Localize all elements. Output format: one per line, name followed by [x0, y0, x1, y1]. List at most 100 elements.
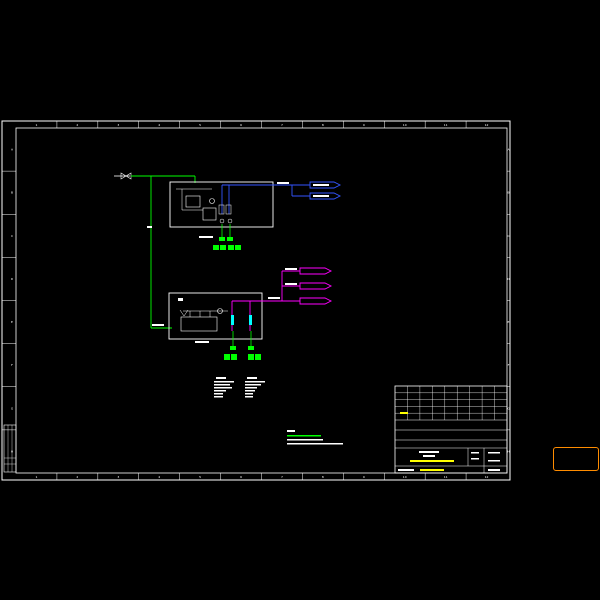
magenta-outlet-text-2 [285, 283, 297, 285]
title-main-mark [419, 451, 439, 453]
blue-outlet-arrow-1 [309, 181, 342, 189]
upper-unit [114, 172, 342, 250]
ruler-number: 4 [158, 475, 160, 479]
magenta-outlet-text-3 [268, 297, 280, 299]
legend-left-row [214, 384, 230, 386]
legend-right-title [247, 377, 257, 379]
upper-drain-box [227, 237, 233, 241]
upper-drain-fittings [213, 237, 241, 250]
upper-drain-box [213, 245, 219, 250]
lower-pump-icon [217, 308, 223, 314]
frame-side-ruler: AABBCCDDEEFFGGHH [2, 148, 510, 453]
ruler-letter: D [11, 277, 14, 281]
trunk-lower-label [152, 324, 164, 326]
title-main-mark [423, 455, 435, 457]
ruler-letter: G [507, 406, 510, 410]
blue-outlet-text-2 [313, 195, 329, 197]
ruler-number: 9 [363, 475, 365, 479]
upper-drain-box [235, 245, 241, 250]
lower-drain-fittings [224, 346, 261, 360]
revision-grid [395, 386, 507, 420]
lower-drain-box [255, 354, 261, 360]
ruler-number: 1 [35, 475, 37, 479]
revision-strip [3, 424, 17, 473]
ruler-letter: A [11, 148, 14, 152]
upper-tank-2 [202, 207, 217, 221]
ruler-number: 9 [363, 123, 365, 127]
legend-right-row [245, 396, 253, 398]
upper-drain-box [220, 245, 226, 250]
legend-left-row [214, 390, 226, 392]
title-bottom-mark [488, 469, 500, 471]
ruler-letter: G [11, 406, 14, 410]
notes-line-mark [287, 435, 321, 437]
ruler-number: 3 [117, 475, 119, 479]
title-yellow-mark [410, 460, 454, 462]
legend-right-row [245, 387, 257, 389]
magenta-outlet-arrow-3 [299, 297, 333, 305]
ruler-number: 7 [281, 475, 283, 479]
title-yellow-tag [400, 412, 408, 414]
blue-outlet-text-1 [313, 184, 329, 186]
ruler-number: 11 [444, 475, 448, 479]
title-bottom-mark [398, 469, 414, 471]
ruler-letter: A [507, 148, 510, 152]
legend-right-row [245, 393, 253, 395]
legend-right-row [245, 384, 261, 386]
ruler-number: 7 [281, 123, 283, 127]
ruler-letter: E [508, 320, 510, 324]
legend-right-row [245, 381, 265, 383]
trunk-label [147, 226, 152, 228]
lower-unit-box [168, 292, 263, 340]
ruler-letter: B [11, 191, 13, 195]
lower-unit-tag [178, 298, 183, 301]
ruler-number: 5 [199, 123, 201, 127]
lower-cyan-filter-1 [231, 315, 234, 325]
ruler-number: 12 [485, 475, 489, 479]
ruler-letter: D [507, 277, 510, 281]
outer-border [1, 120, 511, 481]
legend-left [214, 377, 234, 398]
ruler-number: 5 [199, 475, 201, 479]
lower-drain-box [231, 354, 237, 360]
upper-drain-box [228, 245, 234, 250]
magenta-outlet-arrow-1 [299, 267, 333, 275]
title-block [394, 385, 508, 474]
ruler-number: 4 [158, 123, 160, 127]
lower-mixer-icon [179, 309, 189, 317]
ruler-letter: E [11, 320, 13, 324]
lower-tank [180, 316, 218, 332]
lower-drain-box [230, 346, 236, 350]
title-cell-mark [471, 458, 479, 460]
ruler-letter: F [11, 363, 13, 367]
lower-drain-box [248, 354, 254, 360]
legend-right-row [245, 390, 255, 392]
blue-outlet-arrow-2 [309, 192, 342, 200]
ruler-number: 6 [240, 123, 242, 127]
upper-outlet-tag [277, 182, 289, 184]
upper-filter-1 [218, 204, 225, 215]
ruler-number: 10 [403, 123, 407, 127]
upper-unit-caption [199, 236, 213, 238]
title-block-box [394, 385, 508, 474]
ruler-letter: B [507, 191, 509, 195]
ruler-number: 6 [240, 475, 242, 479]
ruler-number: 2 [76, 475, 78, 479]
ruler-number: 8 [322, 123, 324, 127]
title-cell-mark [471, 452, 479, 454]
title-cell-mark [488, 460, 500, 462]
magenta-outlet-arrow-2 [299, 282, 333, 290]
upper-tank-1 [185, 195, 201, 208]
ruler-number: 8 [322, 475, 324, 479]
legend-left-row [214, 381, 234, 383]
legend-left-row [214, 393, 223, 395]
legend-left-title [216, 377, 226, 379]
ruler-number: 2 [76, 123, 78, 127]
lower-unit [168, 267, 333, 360]
notes-line-mark [287, 443, 343, 445]
ruler-number: 10 [403, 475, 407, 479]
